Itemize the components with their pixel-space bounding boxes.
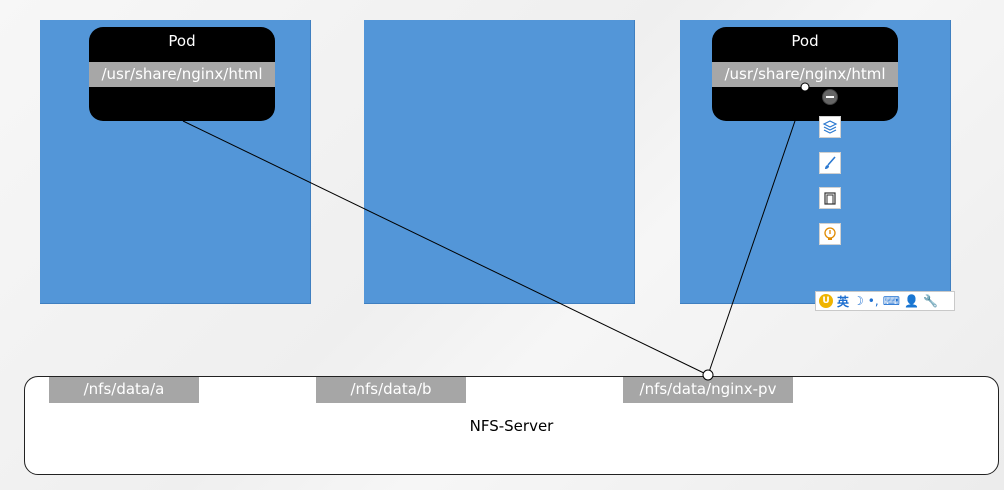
frame-icon[interactable] (819, 187, 841, 209)
share-nfs-data-b: /nfs/data/b (316, 377, 466, 403)
node-box-2 (364, 20, 635, 304)
pod-title: Pod (791, 32, 819, 50)
bulb-icon[interactable] (819, 223, 841, 245)
collapse-button[interactable] (822, 89, 838, 105)
brush-icon[interactable] (819, 152, 841, 174)
pod-mount-path: /usr/share/nginx/html (712, 62, 898, 87)
layers-icon[interactable] (819, 116, 841, 138)
moon-icon[interactable]: ☽ (853, 294, 864, 308)
user-icon[interactable]: 👤 (904, 294, 919, 308)
wrench-icon[interactable]: 🔧 (922, 294, 938, 308)
pod-2: Pod /usr/share/nginx/html (712, 27, 898, 121)
keyboard-icon[interactable]: ⌨ (882, 294, 901, 308)
nfs-server: /nfs/data/a /nfs/data/b /nfs/data/nginx-… (24, 376, 999, 475)
pod-title: Pod (168, 32, 196, 50)
share-nfs-data-a: /nfs/data/a (49, 377, 199, 403)
punctuation-icon[interactable]: •, (867, 294, 879, 308)
ime-logo-icon[interactable]: U (819, 294, 833, 308)
share-nfs-data-nginx-pv: /nfs/data/nginx-pv (623, 377, 793, 403)
server-label: NFS-Server (469, 417, 554, 435)
pod-mount-path: /usr/share/nginx/html (89, 62, 275, 87)
ime-toolbar[interactable]: U 英 ☽ •, ⌨ 👤 🔧 (815, 291, 955, 311)
pod-1: Pod /usr/share/nginx/html (89, 27, 275, 121)
ime-language-toggle[interactable]: 英 (837, 294, 850, 309)
